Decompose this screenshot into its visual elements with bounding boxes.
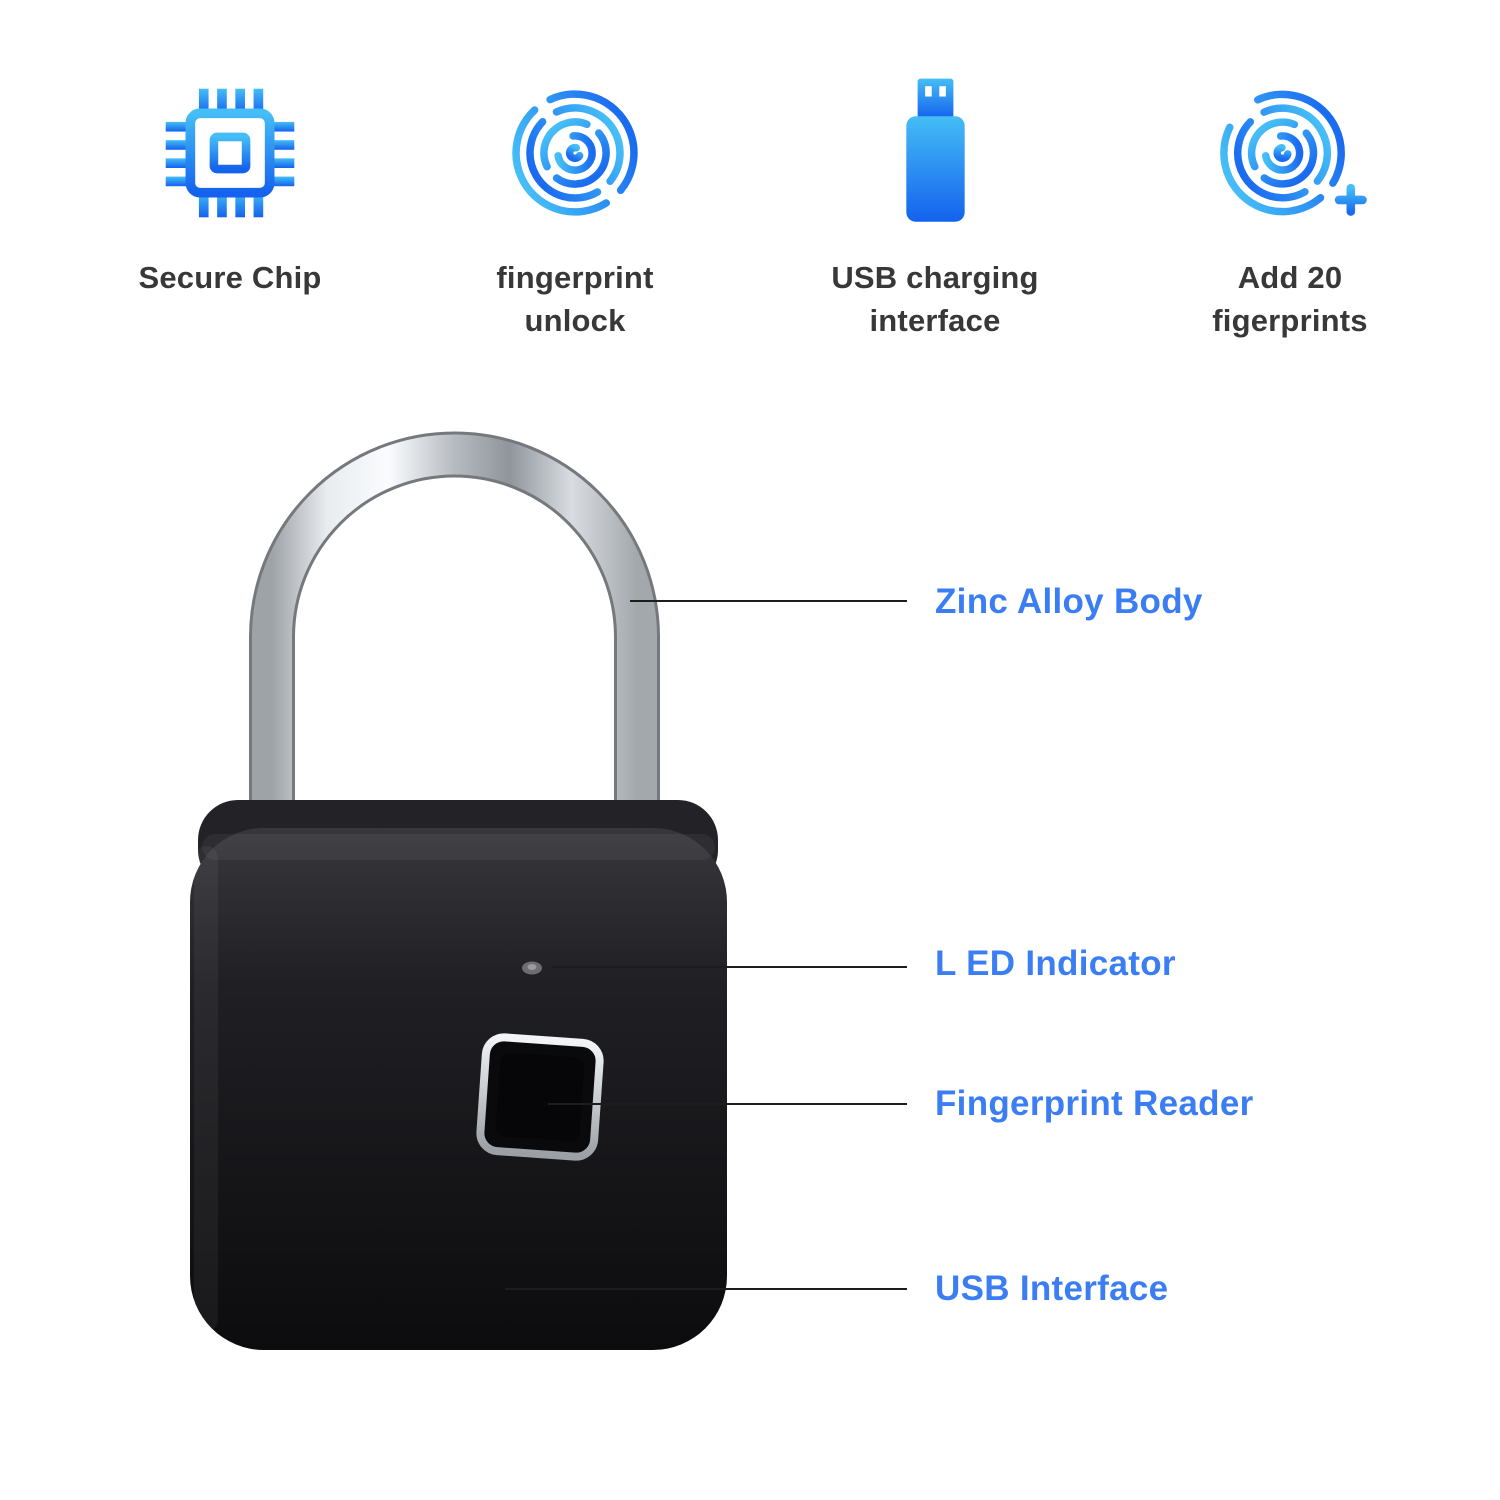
- feature-label: fingerprint unlock: [496, 260, 654, 338]
- fingerprint-reader-pad: [476, 1033, 604, 1161]
- feature-usb-charging: USB charging interface: [805, 70, 1065, 343]
- lock-body: [190, 800, 727, 1350]
- feature-label: Add 20 figerprints: [1212, 260, 1368, 338]
- callout-label-fingerprint-reader: Fingerprint Reader: [935, 1084, 1254, 1123]
- shackle: [249, 431, 660, 854]
- callout-label-led-indicator: L ED Indicator: [935, 944, 1176, 983]
- feature-fingerprint-unlock: fingerprint unlock: [445, 70, 705, 343]
- callout-line-led: [552, 966, 907, 968]
- callout-line-zinc: [630, 600, 907, 602]
- chip-icon: [155, 70, 305, 235]
- led-indicator-dot: [522, 961, 542, 975]
- fingerprint-add-icon: [1210, 70, 1370, 235]
- fingerprint-icon: [500, 70, 650, 235]
- padlock-image: [140, 402, 840, 1382]
- callout-label-zinc-alloy-body: Zinc Alloy Body: [935, 582, 1203, 621]
- feature-add-fingerprints: Add 20 figerprints: [1160, 70, 1420, 343]
- usb-drive-icon: [893, 70, 978, 235]
- callout-line-reader: [548, 1103, 907, 1105]
- feature-label: Secure Chip: [138, 260, 322, 295]
- feature-secure-chip: Secure Chip: [100, 70, 360, 300]
- callout-label-usb-interface: USB Interface: [935, 1269, 1169, 1308]
- callout-line-usb: [505, 1288, 907, 1290]
- feature-label: USB charging interface: [831, 260, 1039, 338]
